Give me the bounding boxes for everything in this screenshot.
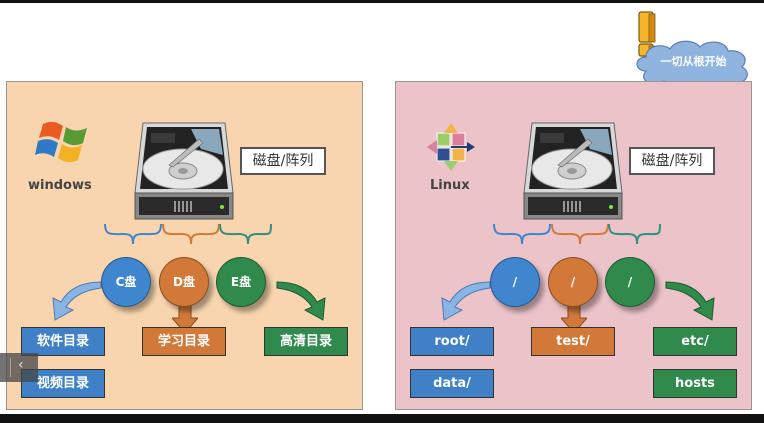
directory-box: 软件目录 xyxy=(21,327,105,356)
directory-box: test/ xyxy=(531,327,615,356)
directory-box: etc/ xyxy=(653,327,737,356)
nav-divider xyxy=(10,358,11,377)
windows-panel: windows 磁盘/阵列 C盘 D盘 E盘 软 xyxy=(6,81,363,410)
directory-box: data/ xyxy=(410,369,494,398)
previous-slide-button[interactable]: ‹ xyxy=(0,353,38,382)
partition-e: E盘 xyxy=(216,257,266,307)
bottom-border xyxy=(0,414,764,423)
top-border xyxy=(0,0,764,3)
arrow-to-third-dirs xyxy=(665,281,715,321)
disk-array-label: 磁盘/阵列 xyxy=(240,147,326,175)
centos-logo-icon xyxy=(427,123,475,171)
linux-panel: Linux 磁盘/阵列 / / / root/ xyxy=(395,81,752,410)
directory-box: 学习目录 xyxy=(142,327,226,356)
directory-box: 视频目录 xyxy=(21,369,105,398)
arrow-to-c-dirs xyxy=(52,281,102,321)
callout-text: 一切从根开始 xyxy=(660,55,727,68)
partition-root-2: / xyxy=(548,257,598,307)
arrow-to-d-dirs xyxy=(172,304,198,334)
partition-braces xyxy=(104,223,272,245)
hard-drive-icon xyxy=(134,122,234,220)
windows-logo-icon xyxy=(35,121,87,163)
os-label: Linux xyxy=(430,178,470,193)
arrow-to-second-dirs xyxy=(561,304,587,334)
arrow-to-first-dirs xyxy=(441,281,491,321)
hard-drive-icon xyxy=(523,122,623,220)
chevron-left-icon: ‹ xyxy=(18,357,24,373)
partition-root-3: / xyxy=(605,257,655,307)
disk-array-label: 磁盘/阵列 xyxy=(629,147,715,175)
directory-box: hosts xyxy=(653,369,737,398)
partition-root-1: / xyxy=(490,257,540,307)
directory-box: 高清目录 xyxy=(264,327,348,356)
directory-box: root/ xyxy=(410,327,494,356)
partition-braces xyxy=(493,223,661,245)
os-label: windows xyxy=(28,178,92,193)
arrow-to-e-dirs xyxy=(276,281,326,321)
partition-c: C盘 xyxy=(101,257,151,307)
partition-d: D盘 xyxy=(159,257,209,307)
callout-cloud: 一切从根开始 xyxy=(632,37,755,89)
